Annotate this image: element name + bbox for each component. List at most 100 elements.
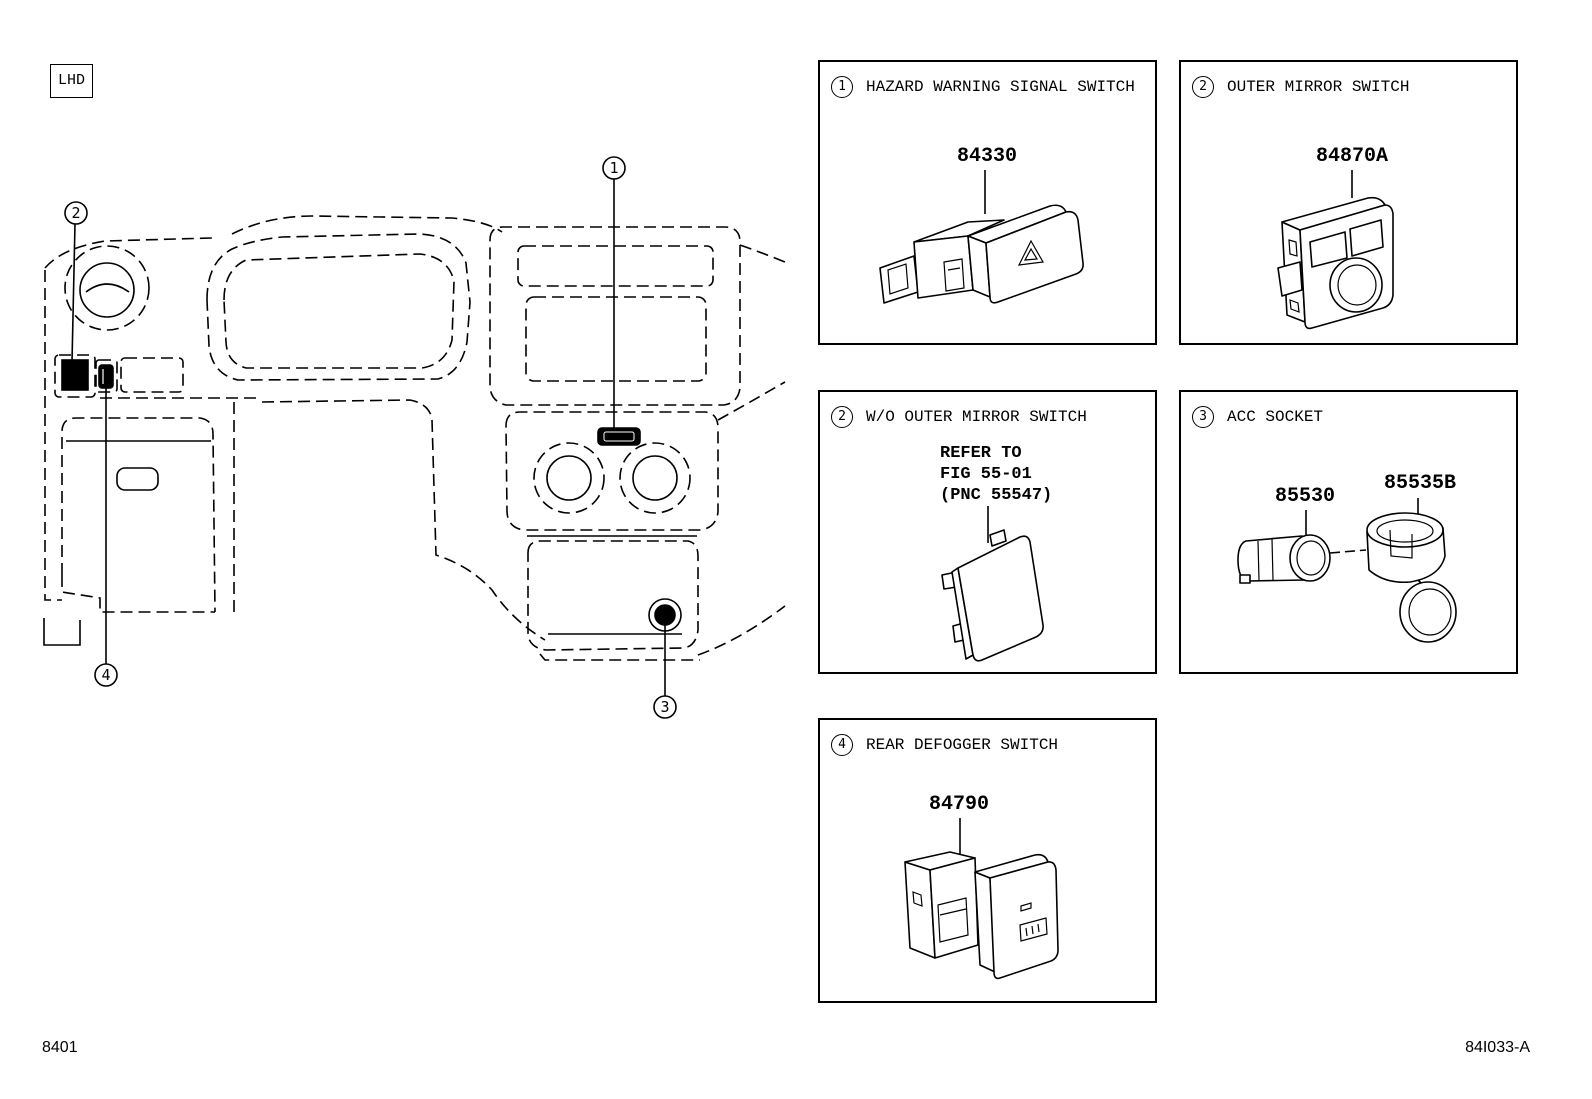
panel-5-callout-number: 4 — [831, 734, 853, 756]
callout-4-number: 4 — [101, 666, 110, 684]
socket-opening-85530 — [1289, 534, 1331, 582]
rear-defogger-icon — [1019, 917, 1048, 942]
climate-control-panel — [505, 411, 719, 531]
dash-hood-top-edge — [231, 215, 503, 235]
assembly-line — [1329, 549, 1367, 554]
lower-console — [527, 540, 699, 651]
hazard-switch-face — [603, 431, 635, 442]
panel-5-title: REAR DEFOGGER SWITCH — [866, 736, 1059, 754]
panel-3-callout-number: 2 — [831, 406, 853, 428]
callout-2-leader — [71, 223, 76, 363]
defogger-switch-body — [929, 857, 979, 959]
panel-4-title: ACC SOCKET — [1227, 408, 1324, 426]
climate-knob-right — [632, 455, 678, 501]
socket-holder-inner-detail — [1389, 529, 1413, 559]
instrument-cluster-face — [223, 253, 455, 369]
part-number-84330[interactable]: 84330 — [956, 145, 1018, 168]
socket-flip-cover-inner — [1408, 588, 1452, 636]
part-number-84870A[interactable]: 84870A — [1315, 145, 1389, 168]
defogger-indicator-lamp — [1020, 902, 1032, 912]
mirror-adjust-knob-inner — [1337, 264, 1377, 306]
reference-note-line-2[interactable]: FIG 55-01 — [940, 465, 1032, 484]
callout-3-circle — [653, 695, 677, 719]
panel-rear-defogger-switch: 4 REAR DEFOGGER SWITCH 84790 — [818, 718, 1157, 1003]
cover-plate-face — [957, 535, 1044, 662]
panel-without-outer-mirror-switch: 2 W/O OUTER MIRROR SWITCH REFER TO FIG 5… — [818, 390, 1157, 674]
left-vent-louver — [85, 283, 130, 293]
cover-plate-tab — [989, 529, 1007, 547]
hazard-switch-cap-face — [985, 210, 1084, 304]
dash-right-low-edge — [697, 605, 786, 656]
lhd-label: LHD — [50, 64, 93, 98]
left-vent-bezel — [64, 245, 150, 331]
callout-1-circle — [602, 156, 626, 180]
knee-panel — [61, 417, 216, 613]
socket-holder-rim-inner — [1376, 519, 1434, 543]
panel-hazard-warning-switch: 1 HAZARD WARNING SIGNAL SWITCH 84330 — [818, 60, 1157, 345]
panel-outer-mirror-switch: 2 OUTER MIRROR SWITCH 84870A — [1179, 60, 1518, 345]
panel-4-callout-number: 3 — [1192, 406, 1214, 428]
center-lower-panel — [525, 296, 707, 382]
lower-left-bracket — [43, 618, 81, 646]
defogger-switch-body-clip — [937, 897, 969, 943]
panel-acc-socket: 3 ACC SOCKET 85530 85535B — [1179, 390, 1518, 674]
blank-switch-panel — [120, 357, 184, 393]
climate-knob-right-bezel — [619, 442, 691, 514]
dash-right-top-edge — [739, 244, 786, 263]
lower-left-edge — [61, 575, 215, 613]
illustration-code: 84I033-A — [1465, 1039, 1530, 1056]
under-dash-edge — [100, 397, 546, 641]
panel-2-title: OUTER MIRROR SWITCH — [1227, 78, 1410, 96]
knee-panel-slot — [116, 467, 159, 491]
hazard-switch-connector-slot — [887, 263, 909, 295]
part-number-85530[interactable]: 85530 — [1274, 485, 1336, 508]
panel-1-callout-number: 1 — [831, 76, 853, 98]
socket-opening-inner — [1296, 540, 1326, 576]
hazard-switch-illustration — [879, 170, 1084, 304]
dashboard-outline — [44, 215, 786, 661]
left-door-edge — [44, 270, 62, 601]
hazard-switch-body — [913, 235, 974, 299]
callout-1-number: 1 — [609, 159, 618, 177]
acc-socket-illustration — [1237, 498, 1457, 643]
socket-tab — [1239, 574, 1251, 584]
center-stack-frame — [489, 226, 741, 406]
figure-code: 8401 — [42, 1039, 78, 1056]
instrument-cluster-hood — [206, 233, 471, 381]
defogger-switch-illustration — [904, 818, 1059, 980]
dashboard-illustration: 1 2 3 4 — [43, 156, 786, 719]
mirror-switch-illustration — [1277, 170, 1394, 330]
mirror-select-right-button — [1349, 219, 1384, 257]
panel-2-callout-number: 2 — [1192, 76, 1214, 98]
callout-3-number: 3 — [660, 698, 669, 716]
defogger-switch-cap-face — [989, 861, 1059, 980]
mirror-select-left-button — [1309, 231, 1348, 268]
dash-right-mid-edge — [717, 381, 786, 421]
callout-4-circle — [94, 663, 118, 687]
panel-3-title: W/O OUTER MIRROR SWITCH — [866, 408, 1087, 426]
dashboard-solid-details — [43, 262, 697, 646]
outer-mirror-switch-location — [61, 359, 89, 391]
part-number-85535B[interactable]: 85535B — [1383, 472, 1457, 495]
callout-2-number: 2 — [71, 204, 80, 222]
panel-1-title: HAZARD WARNING SIGNAL SWITCH — [866, 78, 1135, 96]
reference-note-line-1: REFER TO — [940, 444, 1022, 463]
callout-2-circle — [64, 201, 88, 225]
part-number-84790[interactable]: 84790 — [928, 793, 990, 816]
center-upper-screen — [517, 245, 714, 287]
climate-knob-left — [546, 455, 592, 501]
console-bottom-edge — [539, 653, 700, 661]
socket-body-ribs — [1257, 538, 1274, 581]
hazard-triangle-icon — [1017, 239, 1044, 266]
hazard-switch-connector — [879, 255, 919, 304]
reference-note-line-3: (PNC 55547) — [940, 486, 1053, 505]
mirror-switch-tab — [1277, 261, 1303, 297]
left-vent — [79, 262, 135, 318]
mirror-switch-side-slot — [1288, 239, 1300, 313]
hazard-switch-body-clip — [943, 258, 965, 292]
mirror-switch-bezel — [54, 354, 96, 398]
cover-plate-illustration — [941, 506, 1044, 662]
climate-knob-left-bezel — [533, 442, 605, 514]
dash-top-left-edge — [44, 237, 213, 269]
